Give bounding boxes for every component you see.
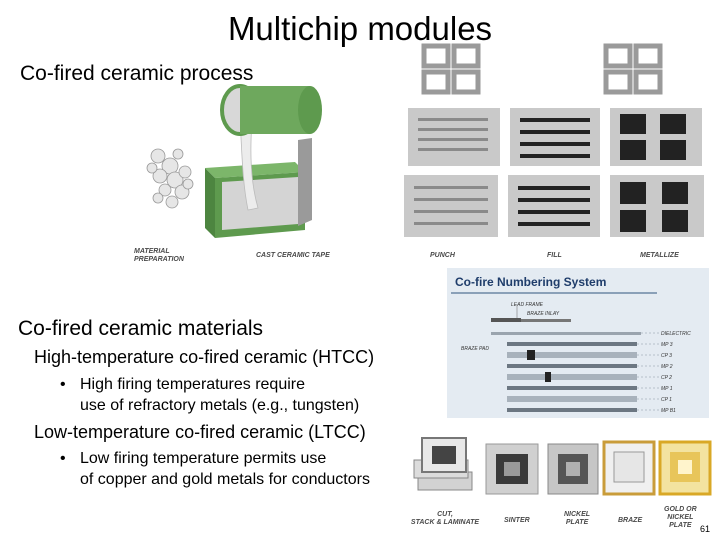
- nickel-plate-label: NICKEL PLATE: [564, 511, 590, 527]
- fill-label: FILL: [547, 252, 562, 260]
- metallize-label: METALLIZE: [640, 252, 679, 260]
- leader-lines: [637, 333, 659, 410]
- materials-heading: Co-fired ceramic materials: [18, 317, 263, 341]
- braze-pad-text: BRAZE PAD: [461, 346, 489, 352]
- layer-label-list: DIELECTRIC MP 3 CP 3 MP 2 CP 2 MP 1 CP 1…: [661, 329, 691, 417]
- gold-plated-package: [660, 442, 710, 494]
- page-number: 61: [700, 524, 710, 534]
- numbering-title: Co-fire Numbering System: [455, 275, 606, 289]
- htcc-heading: High-temperature co-fired ceramic (HTCC): [34, 347, 374, 368]
- cut-label-line1: CUT,: [408, 511, 482, 519]
- nickel-label-line1: NICKEL: [564, 511, 590, 519]
- cut-label-line2: STACK & LAMINATE: [408, 519, 482, 527]
- cast-tape-illustration: [130, 80, 330, 250]
- ltcc-bullet-line2: of copper and gold metals for conductors: [60, 469, 370, 490]
- braze-label: BRAZE: [618, 517, 642, 525]
- lead-frame-left: [424, 46, 478, 92]
- cast-tape-label: CAST CERAMIC TAPE: [256, 252, 330, 260]
- sintered-package: [486, 444, 538, 494]
- material-label-line1: MATERIAL: [134, 248, 184, 256]
- ltcc-bullet-line1: Low firing temperature permits use: [80, 450, 326, 467]
- material-powder: [147, 149, 193, 208]
- brazed-package: [604, 442, 654, 494]
- ltcc-heading: Low-temperature co-fired ceramic (LTCC): [34, 422, 366, 443]
- layer-label: CP 1: [661, 395, 691, 406]
- htcc-bullet-line1: High firing temperatures require: [80, 376, 305, 393]
- material-prep-label: MATERIAL PREPARATION: [134, 248, 184, 264]
- package-stages-illustration: [408, 432, 713, 514]
- lead-frame-bar: [491, 318, 521, 322]
- gold-label-line2: NICKEL: [664, 514, 697, 522]
- htcc-bullet-line2: use of refractory metals (e.g., tungsten…: [60, 395, 359, 416]
- htcc-bullet: •High firing temperatures require use of…: [60, 374, 359, 416]
- braze-inlay-text: BRAZE INLAY: [527, 311, 559, 317]
- numbering-panel: Co-fire Numbering System: [447, 268, 709, 418]
- gold-label-line3: PLATE: [664, 522, 697, 530]
- layer-bars: [491, 332, 641, 412]
- cut-stack-label: CUT, STACK & LAMINATE: [408, 511, 482, 527]
- ltcc-bullet: •Low firing temperature permits use of c…: [60, 448, 370, 490]
- layer-label: MP 2: [661, 362, 691, 373]
- punch-sheets: [404, 108, 500, 237]
- doctor-blade: [298, 138, 312, 226]
- sinter-label: SINTER: [504, 517, 530, 525]
- layer-label: CP 3: [661, 351, 691, 362]
- layer-label: MP 1: [661, 384, 691, 395]
- green-drum: [222, 86, 322, 134]
- punch-label: PUNCH: [430, 252, 455, 260]
- metallize-sheets: [610, 108, 704, 237]
- bullet-glyph: •: [60, 374, 80, 395]
- bullet-glyph: •: [60, 448, 80, 469]
- fill-sheets: [508, 108, 600, 237]
- lead-frame-right: [606, 46, 660, 92]
- gold-plate-label: GOLD OR NICKEL PLATE: [664, 506, 697, 530]
- stacked-laminate: [414, 438, 472, 490]
- braze-inlay-bar: [521, 319, 571, 322]
- layer-label: CP 2: [661, 373, 691, 384]
- material-label-line2: PREPARATION: [134, 256, 184, 264]
- gold-label-line1: GOLD OR: [664, 506, 697, 514]
- layer-label: MP 3: [661, 340, 691, 351]
- layer-label: DIELECTRIC: [661, 329, 691, 340]
- nickel-label-line2: PLATE: [564, 519, 590, 527]
- sheet-process-illustration: [398, 40, 718, 250]
- layer-label: MP B1: [661, 406, 691, 417]
- numbering-rule: [451, 292, 657, 294]
- nickel-plated-package: [548, 444, 598, 494]
- lead-frame-text: LEAD FRAME: [511, 302, 543, 308]
